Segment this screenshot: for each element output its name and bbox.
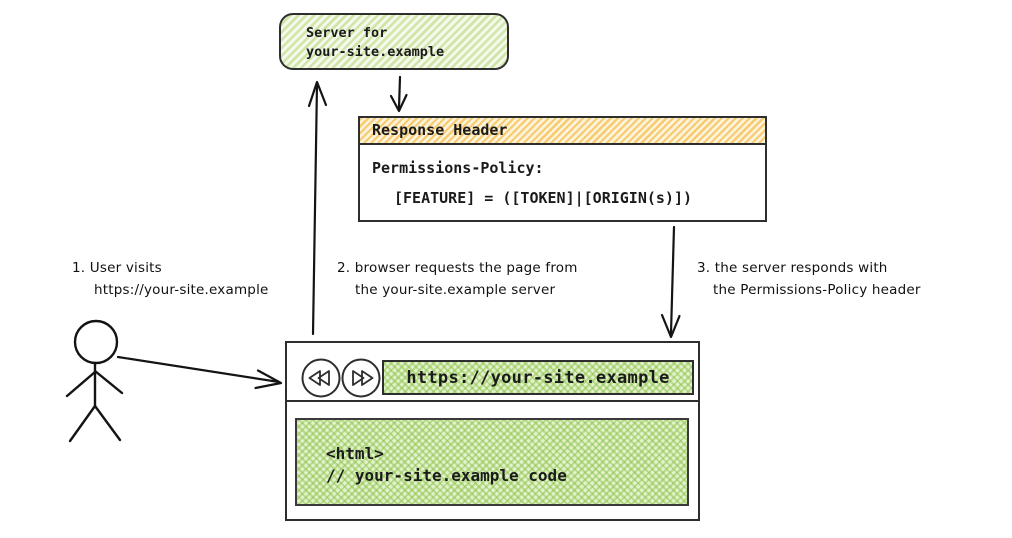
server-box: Server for your-site.example — [279, 13, 509, 70]
stick-figure-head — [73, 319, 119, 365]
arrow-browser-to-server — [307, 80, 328, 336]
response-header-box: Response Header Permissions-Policy: [FEA… — [358, 116, 767, 222]
back-button-circle — [301, 358, 341, 398]
double-chevron-right-icon — [352, 370, 374, 386]
back-button — [301, 358, 341, 398]
step-2-line2: the your-site.example server — [355, 282, 556, 298]
browser-nav-buttons — [301, 358, 381, 398]
server-box-line1: Server for — [306, 25, 388, 41]
policy-line2: [FEATURE] = ([TOKEN]|[ORIGIN(s)]) — [394, 189, 693, 207]
step-label-2: 2. browser requests the page from the yo… — [337, 257, 578, 301]
stick-figure-right-arm — [93, 369, 124, 395]
browser-window: https://your-site.example <html> // your… — [285, 341, 700, 521]
response-header-title: Response Header — [360, 118, 765, 145]
stick-figure-right-leg — [93, 404, 122, 442]
stick-figure-left-leg — [68, 404, 97, 443]
forward-button — [341, 358, 381, 398]
step-label-3: 3. the server responds with the Permissi… — [697, 257, 921, 301]
page-content-box: <html> // your-site.example code — [295, 418, 689, 506]
step-2-number: 2. — [337, 260, 351, 276]
arrow-server-to-response-header — [389, 75, 408, 113]
step-1-number: 1. — [72, 260, 86, 276]
user-stick-figure — [65, 319, 124, 443]
step-3-number: 3. — [697, 260, 711, 276]
arrow-user-to-browser — [116, 355, 283, 390]
step-3-line1: the server responds with — [714, 260, 888, 276]
step-1-line2: https://your-site.example — [94, 282, 269, 298]
browser-toolbar: https://your-site.example — [287, 343, 698, 402]
forward-button-circle — [341, 358, 381, 398]
url-text: https://your-site.example — [406, 367, 670, 388]
step-1-line1: User visits — [89, 260, 162, 276]
arrow-response-header-to-browser — [660, 225, 681, 339]
stick-figure-left-arm — [65, 370, 97, 398]
page-content-line1: <html> — [326, 444, 384, 463]
step-label-1: 1. User visits https://your-site.example — [72, 257, 269, 301]
response-header-body: Permissions-Policy: [FEATURE] = ([TOKEN]… — [360, 145, 765, 213]
step-2-line1: browser requests the page from — [354, 260, 578, 276]
step-3-line2: the Permissions-Policy header — [713, 282, 921, 298]
url-bar: https://your-site.example — [382, 360, 694, 395]
policy-line1: Permissions-Policy: — [372, 159, 544, 177]
server-box-line2: your-site.example — [306, 43, 445, 60]
double-chevron-left-icon — [308, 370, 330, 386]
page-content-line2: // your-site.example code — [326, 466, 567, 485]
